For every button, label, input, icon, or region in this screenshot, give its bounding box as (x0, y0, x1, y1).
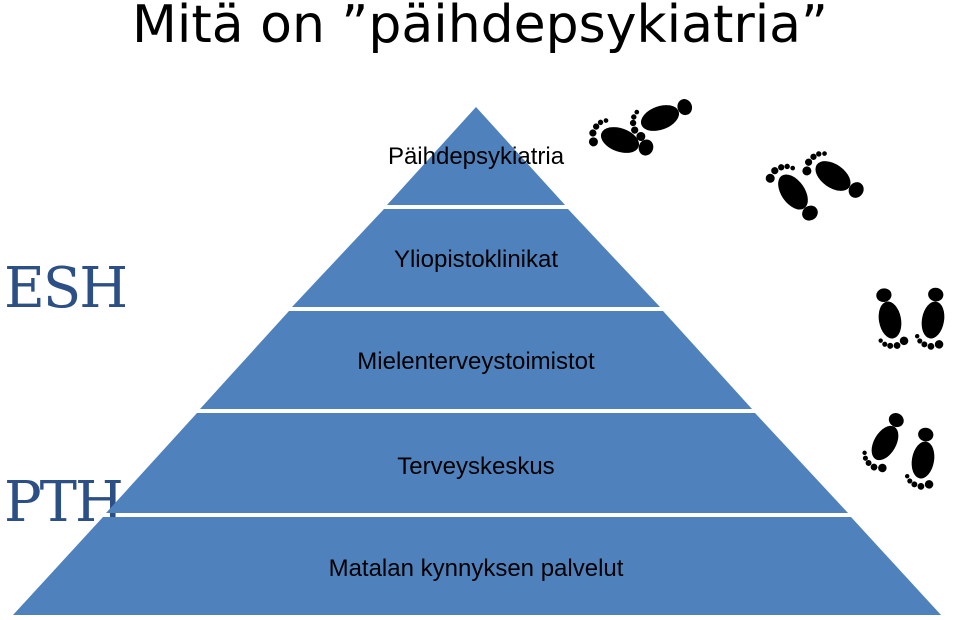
footprints-icon (857, 407, 943, 492)
pyramid-level-2 (292, 209, 660, 307)
pyramid-level-4 (106, 413, 848, 513)
footprints-icon (869, 285, 953, 352)
pyramid-level-3 (200, 311, 752, 409)
footprints-icon (585, 91, 698, 167)
esh-label: ESH (4, 256, 128, 321)
level-label: Mielenterveystoimistot (357, 348, 595, 375)
pyramid-level-1 (387, 107, 565, 205)
level-label: Päihdepsykiatria (388, 143, 565, 170)
pyramid-level-5 (13, 517, 941, 615)
page-title: Mitä on ”päihdepsykiatria” (132, 0, 828, 55)
footprints-icon (762, 144, 871, 229)
level-label: Terveyskeskus (397, 453, 554, 480)
level-label: Matalan kynnyksen palvelut (329, 555, 624, 582)
level-label: Yliopistoklinikat (394, 246, 558, 273)
